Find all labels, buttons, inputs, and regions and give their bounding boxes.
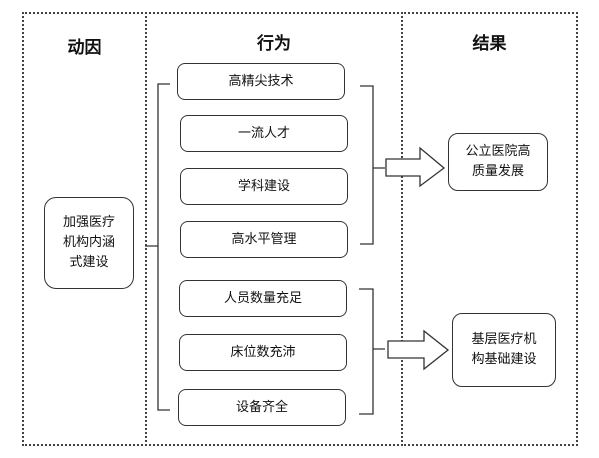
behavior-column-title: 行为 <box>257 34 291 54</box>
left-bracket <box>145 83 170 411</box>
cause-column-title: 动因 <box>67 38 102 58</box>
cause-box: 加强医疗 机构内涵 式建设 <box>44 197 134 289</box>
result-box-1-line-2: 质量发展 <box>471 164 524 179</box>
result-box-2-line-1: 基层医疗机 <box>471 332 537 347</box>
behavior-box-discipline: 学科建设 <box>180 168 348 205</box>
result-box-1-line-1: 公立医院高 <box>465 144 531 159</box>
behavior-box-management: 高水平管理 <box>180 221 348 258</box>
result-column-title: 结果 <box>472 34 507 54</box>
cause-box-line-1: 加强医疗 <box>62 215 115 230</box>
result-box-public-hospital: 公立医院高 质量发展 <box>448 133 548 191</box>
right-brace-group2 <box>359 288 385 415</box>
block-arrow-1 <box>385 146 446 188</box>
result-box-grassroots: 基层医疗机 构基础建设 <box>452 313 556 387</box>
block-arrow-2 <box>387 329 450 371</box>
right-brace-group1 <box>360 85 385 245</box>
cause-box-line-3: 式建设 <box>69 255 109 270</box>
behavior-box-talent: 一流人才 <box>180 115 348 152</box>
result-column-frame <box>401 12 578 446</box>
behavior-box-staff: 人员数量充足 <box>179 280 347 317</box>
result-box-2-line-2: 构基础建设 <box>471 352 537 367</box>
behavior-box-beds: 床位数充沛 <box>179 334 347 371</box>
cause-box-line-2: 机构内涵 <box>62 235 115 250</box>
behavior-box-high-tech: 高精尖技术 <box>177 63 345 100</box>
behavior-box-equipment: 设备齐全 <box>178 389 346 426</box>
